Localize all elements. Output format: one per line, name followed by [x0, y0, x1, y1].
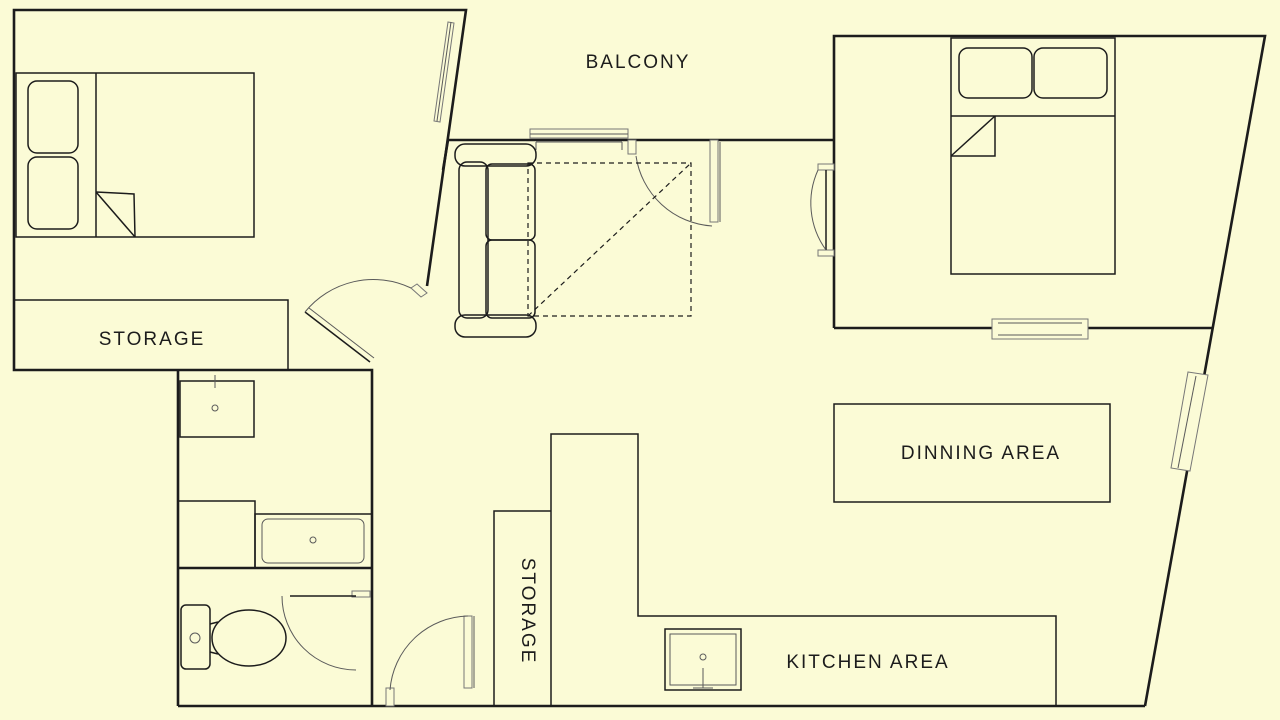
rug [527, 162, 692, 317]
left-bedroom [15, 72, 255, 238]
left-bedroom-window [433, 21, 455, 123]
bathroom [178, 375, 373, 569]
toilet [180, 604, 287, 670]
kitchen-sink [664, 628, 742, 691]
storage-left-label: STORAGE [99, 329, 206, 350]
sofa [454, 143, 537, 338]
dining-area-label: DINNING AREA [901, 443, 1061, 464]
balcony-label: BALCONY [586, 52, 691, 73]
right-bedroom-door [810, 163, 835, 257]
living-window [1170, 371, 1209, 472]
storage-center-label: STORAGE [517, 558, 538, 665]
right-bedroom-window [991, 318, 1089, 340]
hall-door [385, 615, 475, 707]
right-bedroom [950, 37, 1116, 275]
wc-door [281, 590, 371, 671]
kitchen-area-label: KITCHEN AREA [786, 652, 949, 673]
balcony-window [529, 128, 629, 150]
dining-table [833, 403, 1111, 503]
center-storage [493, 510, 551, 706]
kitchen-counter [550, 433, 1057, 706]
walls [12, 8, 1267, 708]
left-storage [14, 299, 289, 370]
left-bedroom-door [304, 279, 428, 363]
balcony-door [627, 139, 721, 227]
